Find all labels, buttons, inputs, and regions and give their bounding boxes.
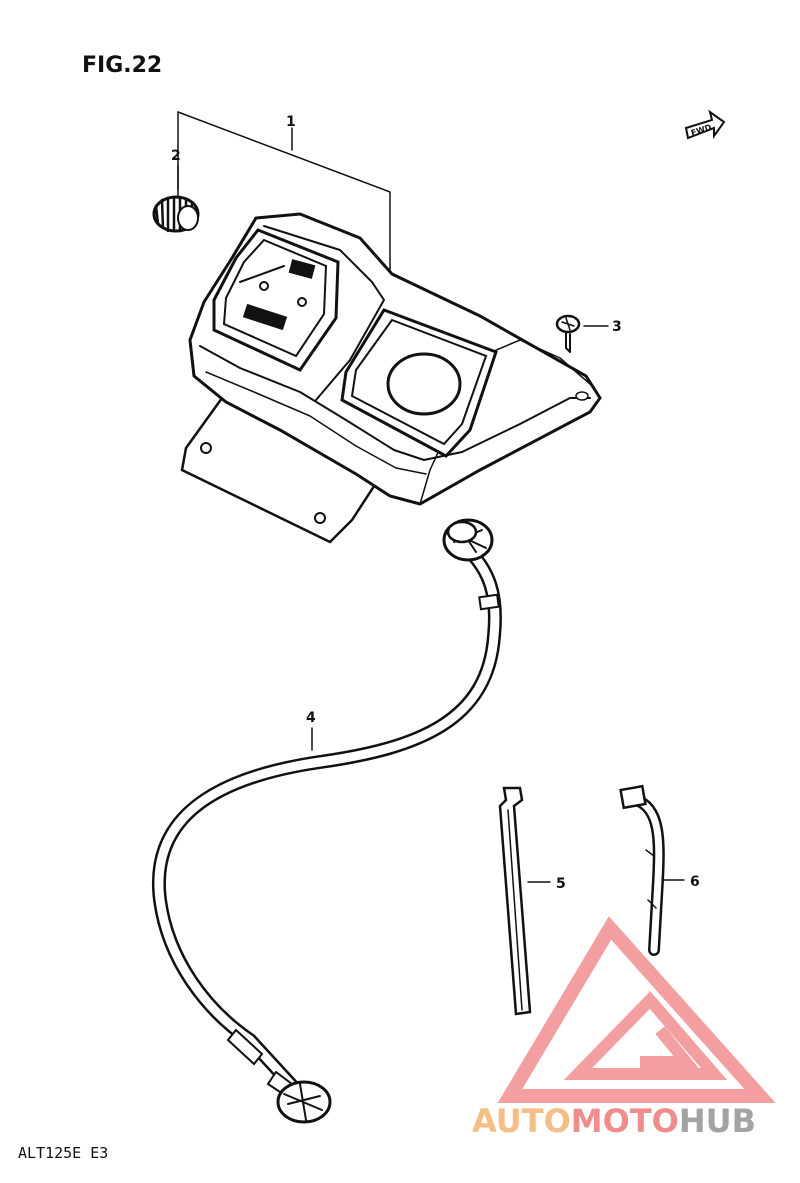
front-direction-arrow: FWD (684, 109, 726, 140)
callout-3: 3 (583, 319, 622, 335)
watermark-text: AUTOMOTOHUB (472, 1102, 756, 1140)
watermark-brand-hub: HUB (679, 1102, 756, 1140)
callout-label-2: 2 (171, 148, 181, 164)
model-code: ALT125E E3 (18, 1144, 108, 1162)
speedometer-housing-icon (180, 212, 602, 544)
cable-icon (151, 518, 502, 1124)
wire-harness-icon (619, 784, 665, 956)
knob-icon (152, 195, 200, 233)
callout-label-6: 6 (690, 874, 700, 890)
figure-title: FIG.22 (82, 53, 162, 78)
watermark-brand-moto: MOTO (571, 1102, 679, 1140)
watermark-brand-auto: AUTO (472, 1102, 571, 1140)
callout-5: 5 (527, 876, 566, 892)
callout-6: 6 (661, 874, 700, 890)
cable-tie-icon (498, 786, 532, 1016)
logo-icon (497, 916, 776, 1103)
callout-4: 4 (306, 710, 316, 751)
screw-icon (555, 314, 581, 353)
svg-text:AUTOMOTOHUB: AUTOMOTOHUB (472, 1102, 756, 1140)
callout-label-1: 1 (286, 114, 296, 130)
callout-label-4: 4 (306, 710, 316, 726)
callout-2: 2 (171, 148, 181, 199)
callout-label-3: 3 (612, 319, 622, 335)
callout-label-5: 5 (556, 876, 566, 892)
